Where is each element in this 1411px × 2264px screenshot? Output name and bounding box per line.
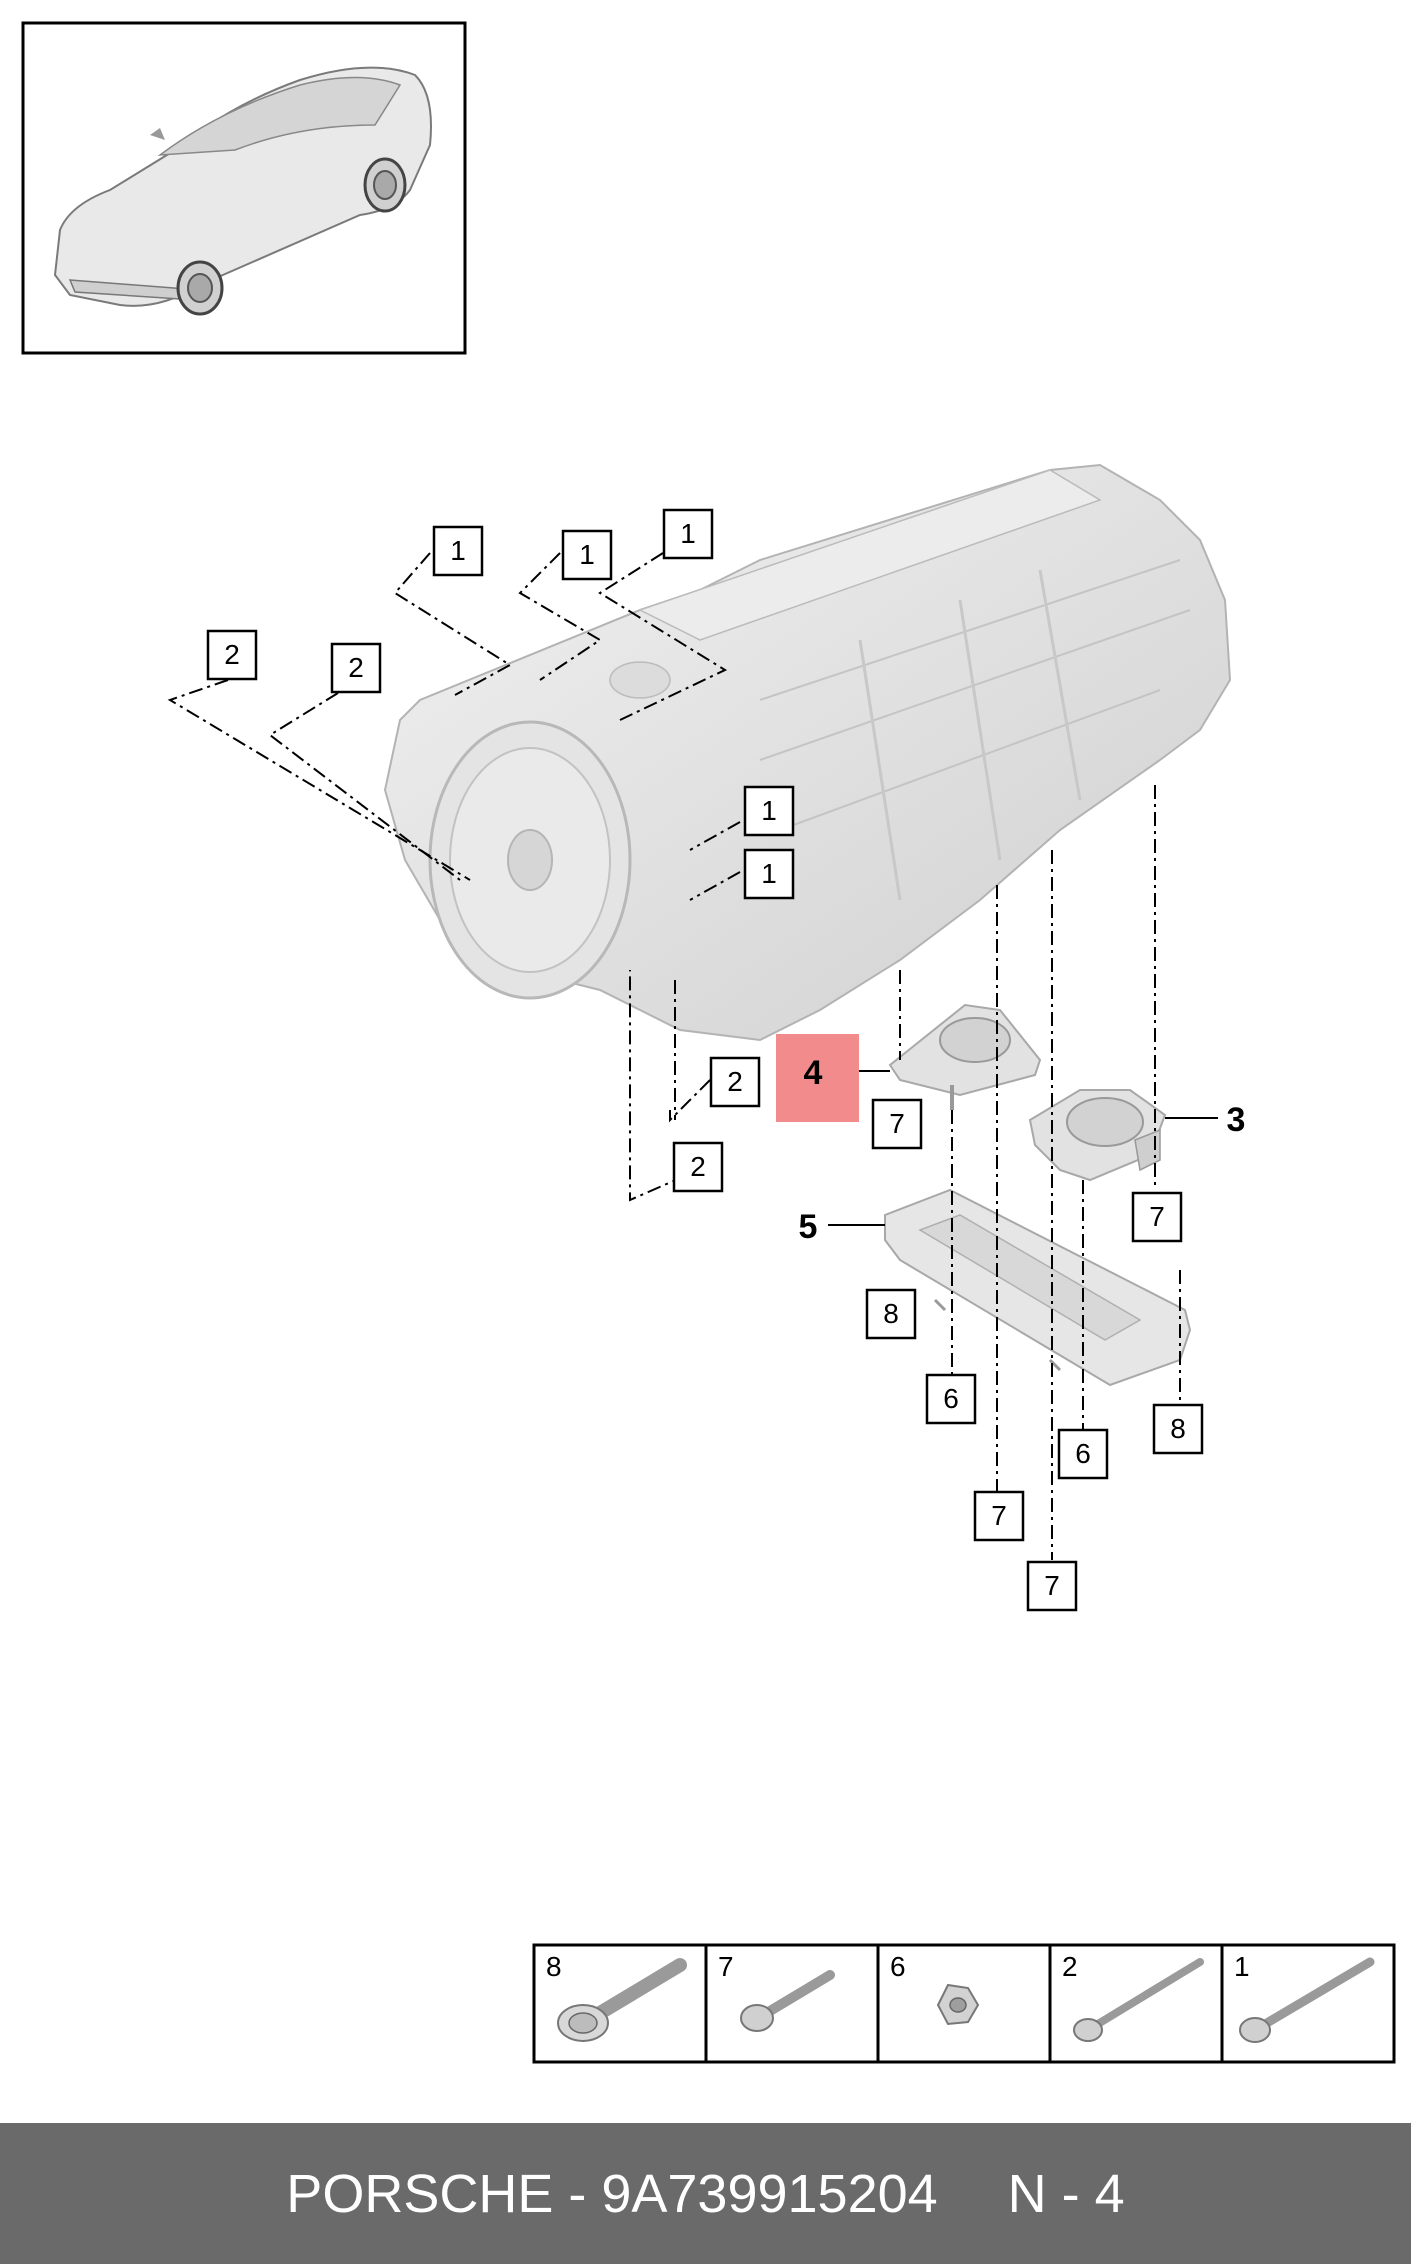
callout-2[interactable]: 2 (330, 642, 382, 694)
svg-text:6: 6 (1075, 1438, 1091, 1469)
callout-7[interactable]: 7 (973, 1490, 1025, 1542)
highlight-box (776, 1034, 859, 1122)
svg-text:7: 7 (889, 1108, 905, 1139)
legend-label-2: 2 (1062, 1951, 1078, 1982)
callout-1[interactable]: 1 (561, 529, 613, 581)
callout-boxes[interactable]: 1 1 1 1 1 2 2 2 2 7 7 7 7 8 8 6 6 (206, 508, 1204, 1612)
hex-bolt-icon (740, 1970, 835, 2032)
legend-label-7: 7 (718, 1951, 734, 1982)
callout-6[interactable]: 6 (1057, 1428, 1109, 1480)
transmission-assembly (383, 463, 1232, 1042)
svg-text:1: 1 (450, 535, 466, 566)
svg-text:6: 6 (943, 1383, 959, 1414)
hex-nut-icon (936, 1983, 980, 2026)
vehicle-thumbnail (21, 21, 467, 355)
svg-text:8: 8 (883, 1298, 899, 1329)
svg-text:2: 2 (224, 639, 240, 670)
svg-text:7: 7 (1149, 1201, 1165, 1232)
legend-label-8: 8 (546, 1951, 562, 1982)
callout-1[interactable]: 1 (432, 525, 484, 577)
callout-1[interactable]: 1 (743, 848, 795, 900)
flange-bolt-icon (557, 1958, 687, 2042)
svg-text:1: 1 (761, 858, 777, 889)
svg-text:2: 2 (690, 1151, 706, 1182)
legend-label-6: 6 (890, 1951, 906, 1982)
footer-caption: PORSCHE - 9A739915204 N - 4 (0, 2123, 1411, 2264)
callout-8[interactable]: 8 (1152, 1403, 1204, 1455)
callout-2[interactable]: 2 (672, 1141, 724, 1193)
page-reference: N - 4 (1007, 2163, 1125, 2224)
fastener-legend: 8 7 6 2 1 (532, 1943, 1396, 2064)
leader-lines (167, 552, 1181, 1560)
callout-7[interactable]: 7 (1131, 1191, 1183, 1243)
callout-6[interactable]: 6 (925, 1373, 977, 1425)
callout-3-label[interactable]: 3 (1227, 1101, 1246, 1139)
svg-text:2: 2 (727, 1066, 743, 1097)
footer-bar: PORSCHE - 9A739915204 N - 4 (0, 2123, 1411, 2264)
svg-text:7: 7 (1044, 1570, 1060, 1601)
shoulder-bolt-icon (1239, 1957, 1375, 2043)
engine-mount-3 (1028, 1089, 1167, 1182)
callout-1[interactable]: 1 (743, 785, 795, 837)
callout-7[interactable]: 7 (1026, 1560, 1078, 1612)
part-number-label: PORSCHE - 9A739915204 (286, 2163, 938, 2224)
callout-5-label[interactable]: 5 (799, 1208, 818, 1246)
svg-text:1: 1 (761, 795, 777, 826)
svg-text:2: 2 (348, 652, 364, 683)
transmission-carrier-5 (884, 1188, 1192, 1387)
car-icon (53, 66, 432, 316)
engine-mount-4 (888, 1003, 1042, 1110)
svg-text:1: 1 (579, 539, 595, 570)
svg-text:7: 7 (991, 1500, 1007, 1531)
svg-text:8: 8 (1170, 1413, 1186, 1444)
callout-8[interactable]: 8 (865, 1288, 917, 1340)
callout-7[interactable]: 7 (871, 1098, 923, 1150)
callout-2[interactable]: 2 (709, 1056, 761, 1108)
callout-2[interactable]: 2 (206, 629, 258, 681)
callout-1[interactable]: 1 (662, 508, 714, 560)
legend-label-1: 1 (1234, 1951, 1250, 1982)
callout-4-label[interactable]: 4 (804, 1054, 823, 1092)
long-bolt-icon (1073, 1958, 1204, 2042)
flywheel (428, 720, 632, 1000)
svg-text:1: 1 (680, 518, 696, 549)
